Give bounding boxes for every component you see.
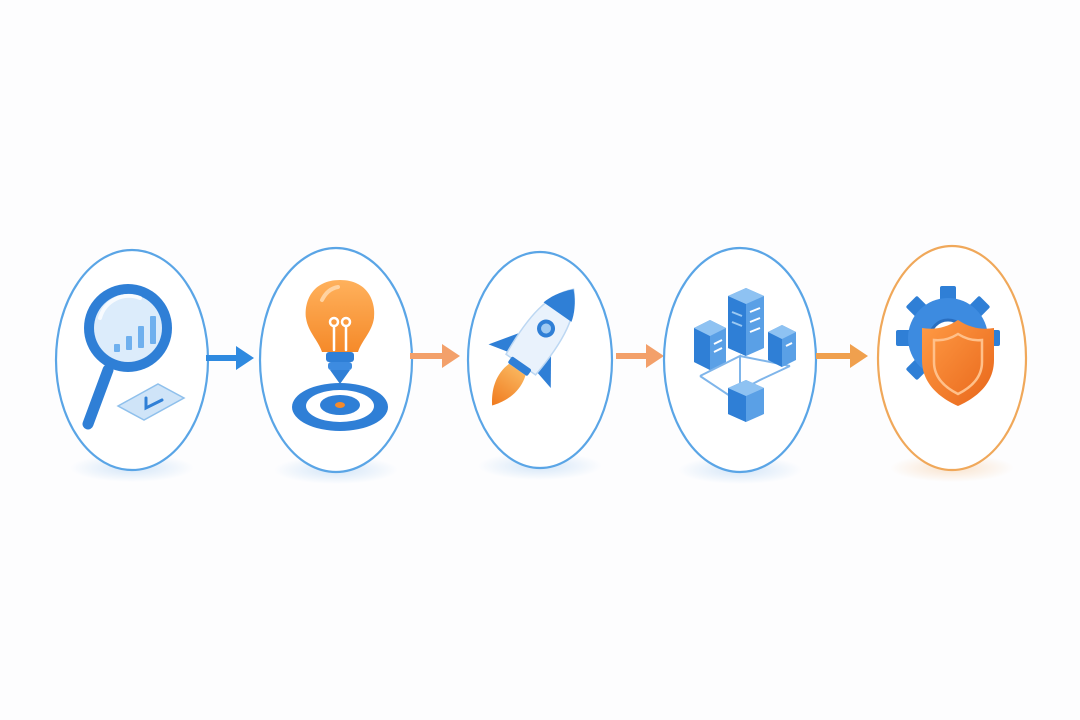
step-launch bbox=[466, 250, 614, 480]
gear-shield-icon bbox=[896, 286, 1000, 406]
connector-infrastructure-security bbox=[816, 344, 868, 368]
rocket-icon bbox=[488, 288, 576, 406]
step-research bbox=[54, 248, 210, 482]
lightbulb-target-icon bbox=[292, 280, 388, 431]
connector-ideation-launch bbox=[410, 344, 460, 368]
step-infrastructure bbox=[662, 246, 818, 484]
server-network-icon bbox=[694, 288, 796, 422]
connector-research-ideation bbox=[206, 346, 254, 370]
connector-launch-infrastructure bbox=[616, 344, 664, 368]
step-security bbox=[876, 244, 1028, 482]
magnifier-chart-icon bbox=[82, 284, 186, 430]
step-ideation bbox=[258, 246, 414, 484]
